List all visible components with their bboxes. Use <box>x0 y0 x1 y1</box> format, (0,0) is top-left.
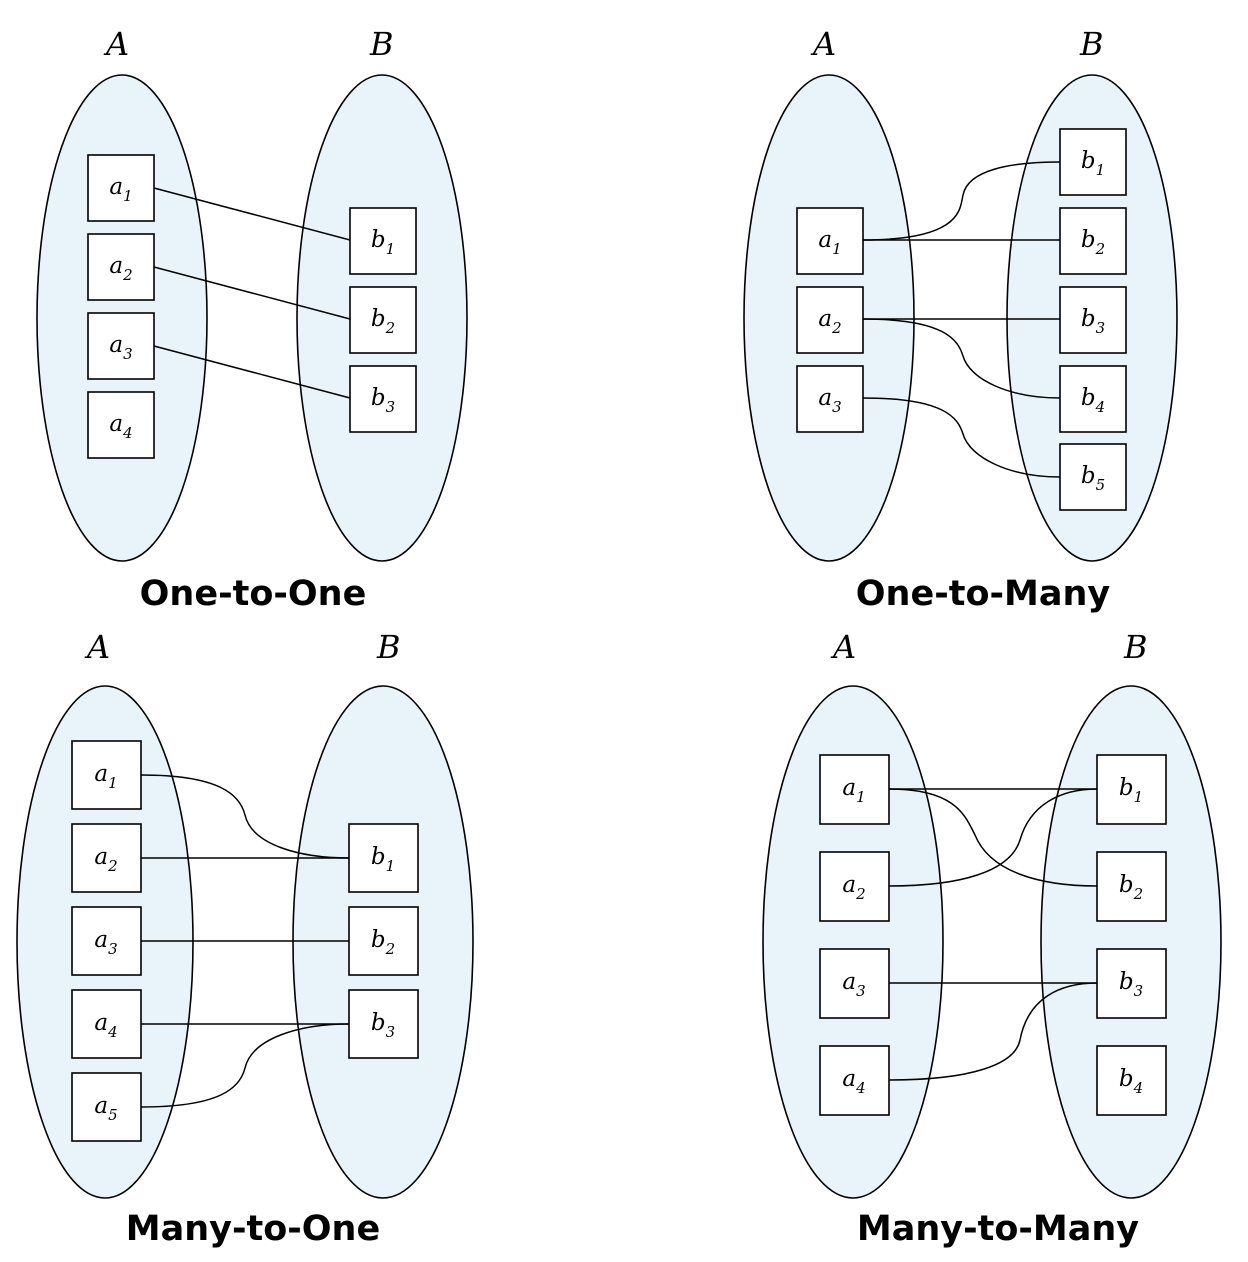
set-a-label: A <box>830 628 856 666</box>
svg-text:a4: a4 <box>109 411 132 442</box>
element-b1: b1 <box>349 207 417 275</box>
svg-text:a3: a3 <box>818 385 841 416</box>
svg-text:b1: b1 <box>1119 775 1143 806</box>
element-a4: a4 <box>87 391 155 459</box>
panel-many-to-many: A B a1 a2 a3 a4 b1 b2 <box>762 628 1222 1249</box>
element-b2: b2 <box>348 906 419 976</box>
svg-text:b1: b1 <box>1081 148 1105 179</box>
element-a3: a3 <box>71 906 142 976</box>
svg-text:a4: a4 <box>842 1066 865 1097</box>
link-a1-b1 <box>153 187 351 241</box>
set-b-label: B <box>369 25 394 63</box>
svg-text:b4: b4 <box>1119 1066 1143 1097</box>
svg-text:a3: a3 <box>109 332 132 363</box>
panel-one-to-many: A B a1 a2 a3 b1 b2 b3 <box>743 25 1178 614</box>
link-a2-b2 <box>153 266 351 320</box>
link-a1-b2 <box>888 788 1098 887</box>
element-a3: a3 <box>796 365 864 433</box>
svg-text:b5: b5 <box>1081 463 1105 494</box>
element-b2: b2 <box>1059 207 1127 275</box>
element-b3: b3 <box>1059 286 1127 354</box>
svg-text:a1: a1 <box>842 775 865 806</box>
element-a1: a1 <box>87 154 155 222</box>
svg-text:a4: a4 <box>94 1010 117 1041</box>
element-b3: b3 <box>348 989 419 1059</box>
set-b-label: B <box>1079 25 1104 63</box>
element-a1: a1 <box>819 754 890 825</box>
element-a2: a2 <box>87 233 155 301</box>
element-a3: a3 <box>819 948 890 1019</box>
caption-many-to-many: Many-to-Many <box>857 1209 1139 1249</box>
link-a1-b1 <box>140 774 350 859</box>
svg-text:a2: a2 <box>842 872 865 903</box>
svg-text:a1: a1 <box>94 761 117 792</box>
element-a5: a5 <box>71 1072 142 1142</box>
set-b-label: B <box>1123 628 1148 666</box>
set-a-label: A <box>84 628 110 666</box>
link-a3-b3 <box>153 345 351 399</box>
element-b3: b3 <box>1096 948 1167 1019</box>
svg-text:b1: b1 <box>371 844 395 875</box>
element-a2: a2 <box>819 851 890 922</box>
element-b1: b1 <box>1096 754 1167 825</box>
element-b2: b2 <box>1096 851 1167 922</box>
svg-text:b1: b1 <box>371 227 395 258</box>
svg-text:a3: a3 <box>842 969 865 1000</box>
element-a3: a3 <box>87 312 155 380</box>
set-a-ellipse <box>762 685 944 1199</box>
link-a5-b3 <box>140 1023 350 1108</box>
element-a2: a2 <box>796 286 864 354</box>
panel-one-to-one: A B a1 a2 a3 a4 b1 b2 <box>36 25 468 614</box>
element-b1: b1 <box>1059 128 1127 196</box>
element-b5: b5 <box>1059 443 1127 511</box>
svg-text:b3: b3 <box>371 1010 395 1041</box>
svg-text:b2: b2 <box>1119 872 1143 903</box>
link-a2-b4 <box>862 318 1061 399</box>
svg-text:b3: b3 <box>371 385 395 416</box>
element-b2: b2 <box>349 286 417 354</box>
svg-text:a5: a5 <box>94 1093 117 1124</box>
svg-text:a3: a3 <box>94 927 117 958</box>
svg-text:a2: a2 <box>818 306 841 337</box>
svg-text:b2: b2 <box>371 927 395 958</box>
element-b4: b4 <box>1096 1045 1167 1116</box>
element-b4: b4 <box>1059 365 1127 433</box>
element-a4: a4 <box>71 989 142 1059</box>
caption-one-to-one: One-to-One <box>140 574 367 614</box>
svg-text:b3: b3 <box>1081 306 1105 337</box>
svg-text:b4: b4 <box>1081 385 1105 416</box>
set-b-ellipse <box>1040 685 1222 1199</box>
element-a1: a1 <box>71 740 142 810</box>
link-a3-b5 <box>862 397 1061 478</box>
svg-text:a1: a1 <box>818 227 841 258</box>
link-a1-b1 <box>862 161 1061 241</box>
panel-many-to-one: A B a1 a2 a3 a4 a5 b1 <box>16 628 474 1249</box>
set-a-label: A <box>103 25 129 63</box>
element-a4: a4 <box>819 1045 890 1116</box>
element-a2: a2 <box>71 823 142 893</box>
set-a-label: A <box>810 25 836 63</box>
svg-text:b2: b2 <box>371 306 395 337</box>
svg-text:a1: a1 <box>109 174 132 205</box>
caption-many-to-one: Many-to-One <box>126 1209 380 1249</box>
svg-text:a2: a2 <box>109 253 132 284</box>
set-b-label: B <box>376 628 401 666</box>
caption-one-to-many: One-to-Many <box>856 574 1111 614</box>
element-a1: a1 <box>796 207 864 275</box>
link-a4-b3 <box>888 982 1098 1081</box>
element-b1: b1 <box>348 823 419 893</box>
element-b3: b3 <box>349 365 417 433</box>
svg-text:a2: a2 <box>94 844 117 875</box>
svg-text:b2: b2 <box>1081 227 1105 258</box>
link-a2-b1 <box>888 788 1098 887</box>
svg-text:b3: b3 <box>1119 969 1143 1000</box>
